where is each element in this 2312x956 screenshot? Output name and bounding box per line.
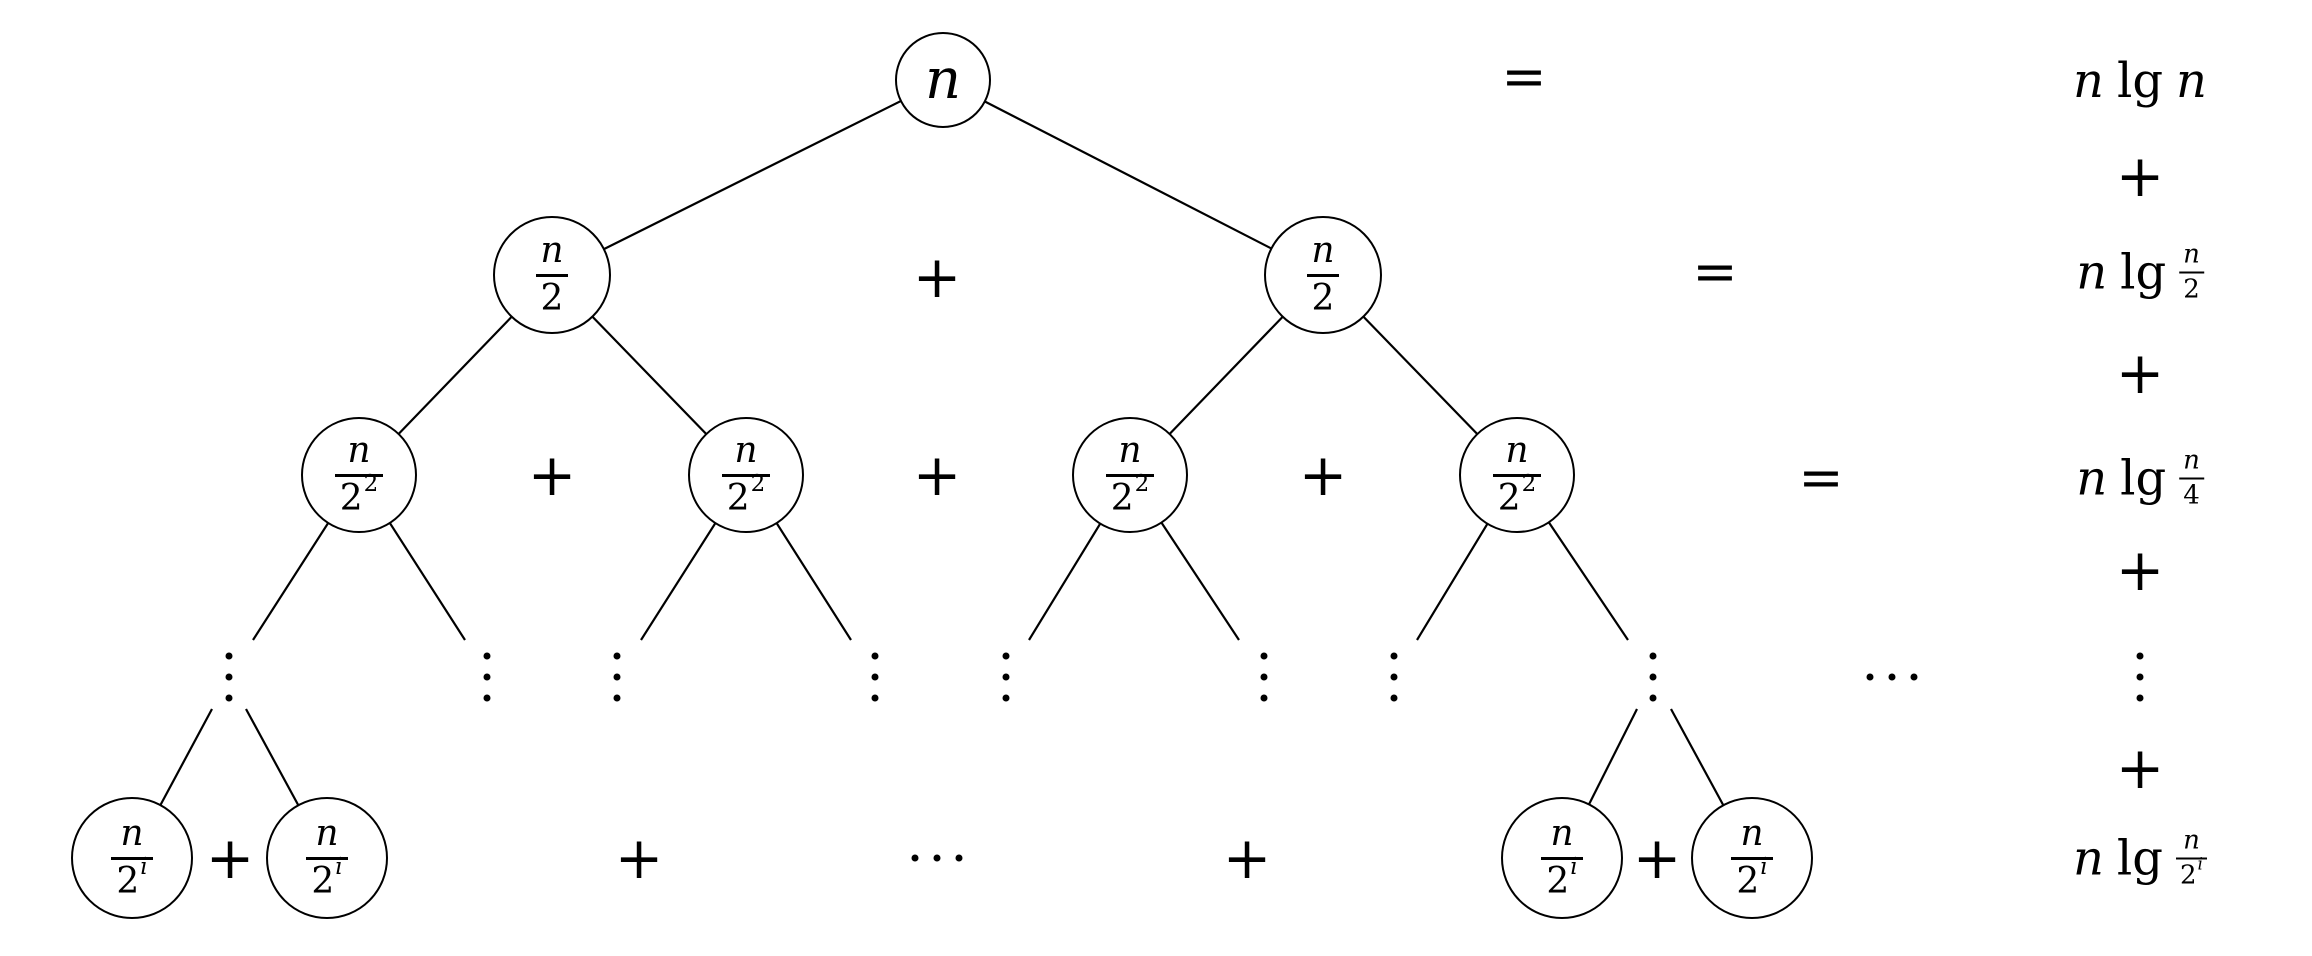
vdots-icon	[1260, 652, 1268, 702]
vdots-icon	[871, 652, 879, 702]
plus-sign: +	[205, 824, 255, 892]
tree-node-root: n	[895, 32, 991, 128]
vdots-icon	[1002, 652, 1010, 702]
plus-sign: +	[2115, 339, 2165, 407]
plus-sign: +	[912, 441, 962, 509]
tree-node-l2-left: n 2	[493, 216, 611, 334]
plus-sign: +	[2115, 734, 2165, 802]
node-label: n	[924, 47, 962, 112]
vdots-icon	[2136, 652, 2144, 702]
plus-sign: +	[1222, 824, 1272, 892]
vdots-icon	[483, 652, 491, 702]
vdots-icon	[1390, 652, 1398, 702]
equals-sign: =	[1501, 45, 1547, 108]
node-label-fraction: n 2	[535, 233, 569, 317]
plus-sign: +	[1298, 441, 1348, 509]
plus-sign: +	[2115, 142, 2165, 210]
plus-sign: +	[912, 243, 962, 311]
equals-sign: =	[1798, 446, 1844, 509]
plus-sign: +	[527, 441, 577, 509]
cost-row-n-lg-n-over-2: n lg n 2	[2076, 242, 2204, 303]
cdots-icon	[911, 854, 963, 862]
cost-row-n-lg-n-over-4: n lg n 4	[2076, 448, 2204, 509]
equals-sign: =	[1692, 240, 1738, 303]
cdots-icon	[1866, 673, 1918, 681]
cost-row-n-lg-n: n lg n	[2073, 53, 2207, 109]
plus-sign: +	[1632, 824, 1682, 892]
tree-edge	[551, 79, 944, 276]
cost-fraction: n 2	[2179, 242, 2204, 303]
node-label-fraction: n 2	[1306, 233, 1340, 317]
plus-sign: +	[2115, 536, 2165, 604]
cost-fraction: n 4	[2179, 448, 2204, 509]
vdots-icon	[1649, 652, 1657, 702]
vdots-icon	[613, 652, 621, 702]
tree-edge	[942, 79, 1324, 276]
plus-sign: +	[614, 824, 664, 892]
tree-node-l2-right: n 2	[1264, 216, 1382, 334]
vdots-icon	[225, 652, 233, 702]
